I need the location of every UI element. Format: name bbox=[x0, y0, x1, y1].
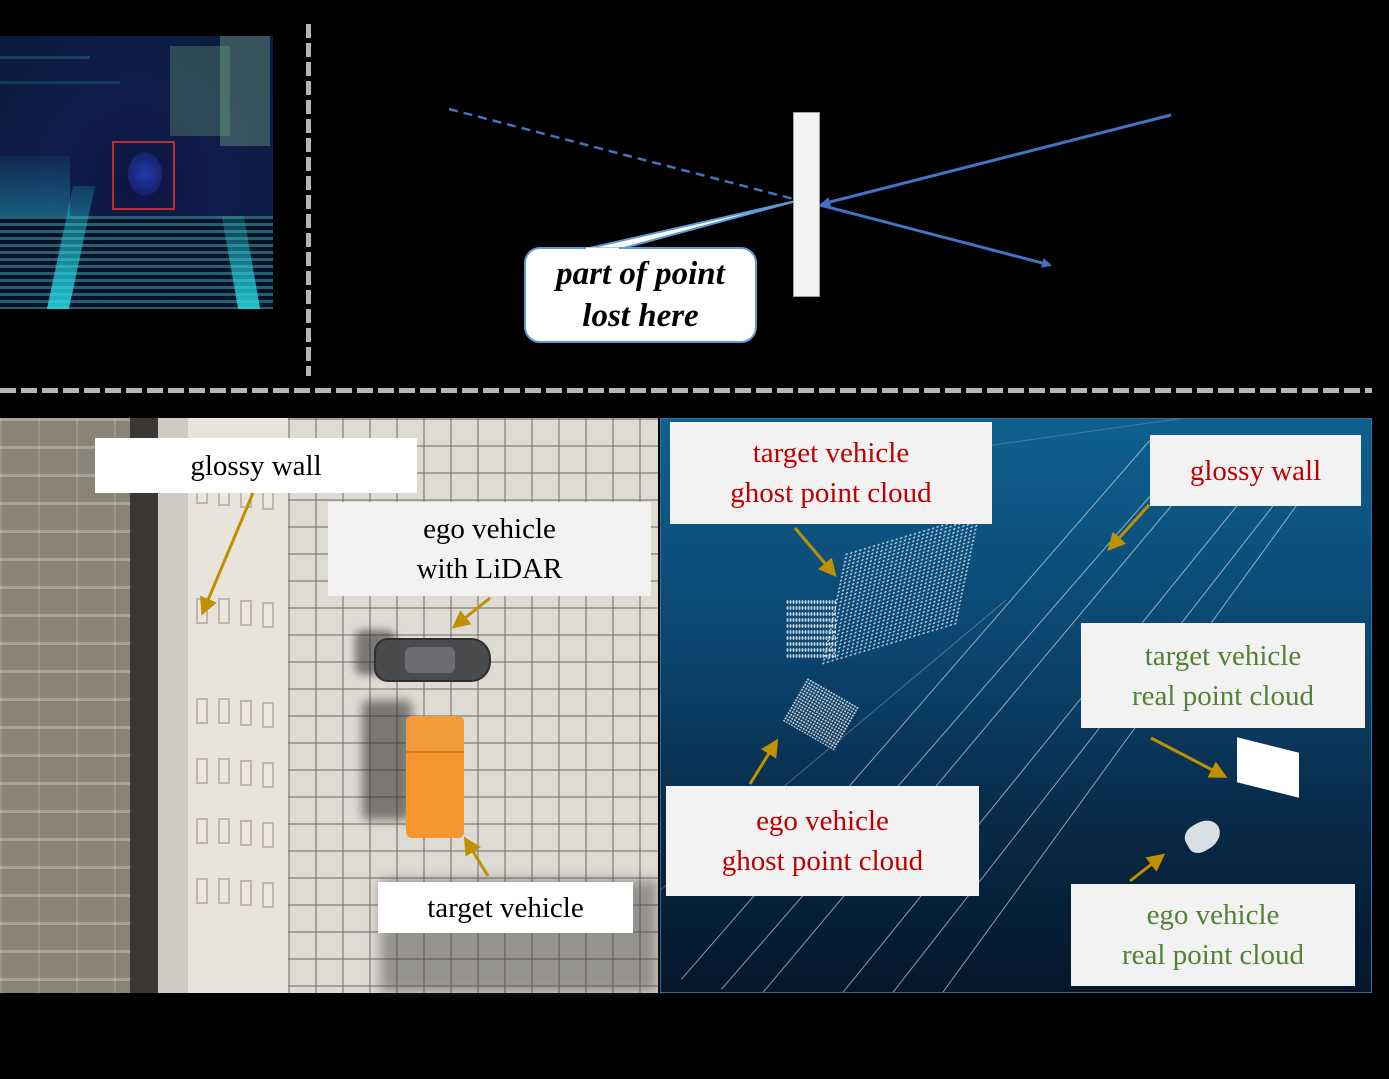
window bbox=[218, 598, 230, 624]
callout-text-line2: lost here bbox=[582, 298, 699, 334]
detection-box bbox=[112, 141, 175, 210]
glossy-wall-edge bbox=[158, 418, 188, 993]
target-vehicle-cab bbox=[406, 716, 464, 753]
callout-pointer bbox=[584, 199, 801, 250]
label-ego-real-cloud: ego vehicle real point cloud bbox=[1071, 884, 1355, 986]
ego-vehicle-roof bbox=[405, 647, 455, 673]
incident-ray bbox=[820, 113, 1172, 207]
window bbox=[240, 880, 252, 906]
target-vehicle-shadow bbox=[362, 700, 412, 820]
wall-shadow bbox=[130, 418, 158, 993]
window bbox=[196, 818, 208, 844]
label-text-line1: ego vehicle bbox=[756, 805, 889, 837]
label-text-line2: real point cloud bbox=[1121, 939, 1304, 971]
window bbox=[196, 598, 208, 624]
window bbox=[218, 878, 230, 904]
target-ghost-points bbox=[820, 512, 982, 666]
vertical-dashed-divider bbox=[306, 24, 311, 376]
lidar-scan bbox=[0, 81, 120, 84]
label-ego-vehicle-lidar: ego vehicle with LiDAR bbox=[328, 502, 651, 596]
label-text: glossy wall bbox=[1189, 454, 1322, 487]
window bbox=[218, 818, 230, 844]
reflection-rays bbox=[448, 107, 1172, 268]
window bbox=[262, 602, 274, 628]
lidar-point-cloud-panel bbox=[0, 36, 273, 309]
window bbox=[218, 758, 230, 784]
label-glossy-wall-aerial: glossy wall bbox=[95, 438, 417, 493]
detected-object-points bbox=[128, 152, 162, 196]
reflected-ray bbox=[819, 203, 1052, 268]
lidar-scan bbox=[0, 56, 90, 59]
label-target-vehicle-aerial: target vehicle bbox=[378, 882, 633, 933]
callout-lost-points: part of point lost here bbox=[524, 247, 757, 343]
label-ego-ghost-cloud: ego vehicle ghost point cloud bbox=[666, 786, 979, 896]
label-text-line2: with LiDAR bbox=[416, 553, 563, 585]
label-glossy-wall-cloud: glossy wall bbox=[1150, 435, 1361, 506]
virtual-ray-dashed bbox=[448, 107, 807, 205]
label-text: glossy wall bbox=[190, 449, 322, 482]
target-ghost-points bbox=[786, 599, 836, 659]
window bbox=[262, 882, 274, 908]
lidar-object bbox=[0, 156, 70, 216]
label-text-line1: ego vehicle bbox=[423, 513, 556, 545]
label-text: target vehicle bbox=[427, 891, 584, 924]
label-target-ghost-cloud: target vehicle ghost point cloud bbox=[670, 422, 992, 524]
glossy-surface bbox=[793, 112, 820, 297]
window bbox=[196, 698, 208, 724]
window bbox=[196, 758, 208, 784]
window bbox=[240, 600, 252, 626]
lidar-building bbox=[170, 46, 230, 136]
callout-text-line1: part of point bbox=[556, 256, 725, 292]
window bbox=[240, 700, 252, 726]
label-text-line1: target vehicle bbox=[1144, 639, 1302, 672]
window bbox=[218, 698, 230, 724]
label-text-line2: ghost point cloud bbox=[730, 477, 932, 509]
lidar-building bbox=[220, 36, 270, 146]
label-text-line2: ghost point cloud bbox=[721, 845, 924, 877]
label-text-line2: real point cloud bbox=[1131, 679, 1314, 712]
horizontal-dashed-divider bbox=[0, 388, 1372, 393]
window bbox=[196, 878, 208, 904]
ego-ghost-points bbox=[782, 677, 860, 751]
glossy-wall-facade bbox=[188, 418, 288, 993]
label-target-real-cloud: target vehicle real point cloud bbox=[1081, 623, 1365, 728]
window bbox=[240, 820, 252, 846]
window bbox=[262, 822, 274, 848]
window bbox=[262, 762, 274, 788]
brick-pavement bbox=[0, 418, 130, 993]
window bbox=[262, 702, 274, 728]
window bbox=[240, 760, 252, 786]
label-text-line1: ego vehicle bbox=[1146, 899, 1280, 931]
label-text-line1: target vehicle bbox=[752, 437, 910, 469]
